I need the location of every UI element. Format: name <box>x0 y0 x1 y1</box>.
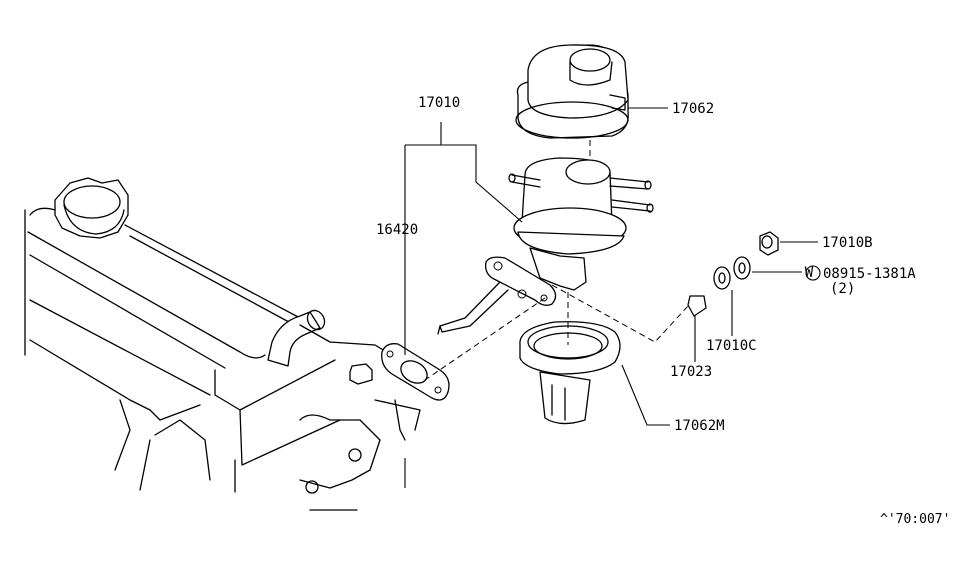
pump-lower-cover <box>519 321 621 425</box>
reference-code: ^'70:007' <box>880 512 950 527</box>
label-stud: 17023 <box>670 364 712 380</box>
label-lock-washer-prefix: W <box>805 265 814 281</box>
stud-17023 <box>687 295 707 317</box>
engine-block-illustration <box>24 177 421 511</box>
leader-lines <box>404 107 821 488</box>
label-fuel-pump-assembly: 17010 <box>418 95 460 111</box>
label-lock-washer-qty: (2) <box>830 281 855 297</box>
breather-pipe <box>267 309 326 367</box>
label-nut: 17010B <box>822 235 873 251</box>
spacer-gasket <box>381 343 450 401</box>
label-cover: 17062 <box>672 101 714 117</box>
nut-17010b <box>759 231 779 256</box>
label-lock-washer: 08915-1381A <box>823 266 916 282</box>
part-labels: 17010 17062 16420 17010B W 08915-1381A (… <box>376 95 950 527</box>
washer-17010c <box>713 266 731 290</box>
pump-top-cover <box>515 44 629 139</box>
label-washer: 17010C <box>706 338 757 354</box>
assembly-dashed-lines <box>424 140 689 381</box>
label-cover-lower: 17062M <box>674 418 725 434</box>
label-bracket-spacer: 16420 <box>376 222 418 238</box>
oil-filler-cap <box>54 177 129 239</box>
fuel-pump-assembly <box>437 157 654 335</box>
lock-washer <box>733 256 751 280</box>
